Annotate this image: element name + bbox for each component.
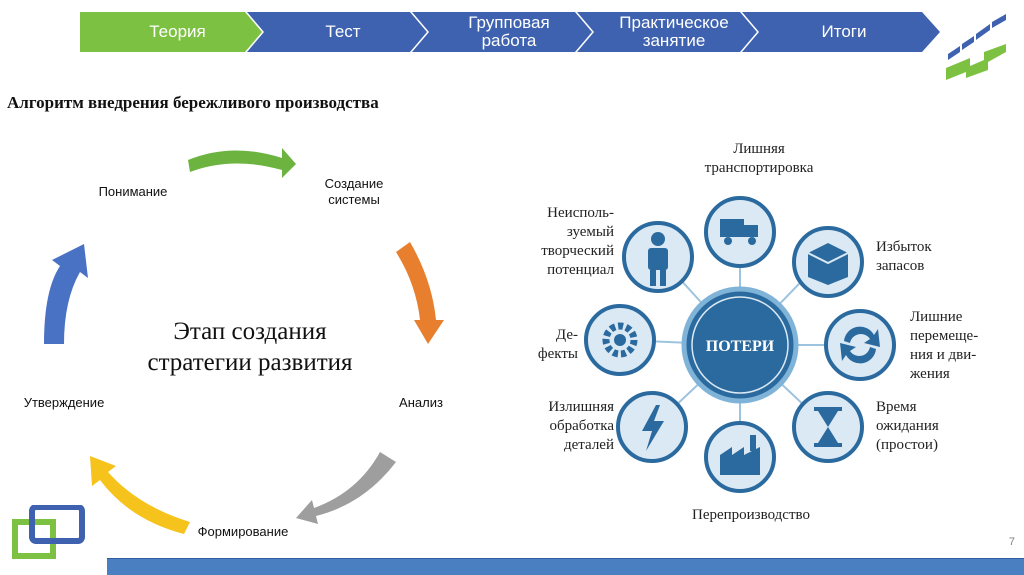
loss-overprocessing-label: Излишняя обработка деталей	[548, 399, 614, 453]
loss-inventory-label: Избыток запасов	[876, 239, 932, 274]
corner-logo-icon	[12, 505, 85, 559]
person-icon	[622, 221, 694, 293]
loss-defects-label: Де- фекты	[537, 327, 578, 362]
nav-step-shape-test	[247, 12, 427, 52]
arrow-orange	[396, 242, 444, 344]
loss-talent-label: Неисполь- зуемый творческий потенциал	[541, 205, 614, 278]
arrow-green	[188, 148, 296, 178]
inventory-icon	[792, 226, 864, 298]
cycle-diagram	[44, 148, 444, 534]
arrow-yellow	[90, 456, 190, 534]
page-number: 7	[1008, 536, 1015, 548]
nav-chevrons	[80, 12, 940, 52]
arrow-gray	[296, 452, 396, 524]
stage-understanding: Понимание	[98, 184, 168, 199]
gear-icon	[584, 304, 656, 376]
cycle-center-title: Этап создания стратегии развития	[147, 318, 353, 376]
losses-hub	[681, 286, 799, 404]
motion-icon	[824, 309, 896, 381]
nav-step-shape-practice	[577, 12, 757, 52]
step-navigation: Теория Тест Групповая работа Практическо…	[0, 12, 1024, 52]
footer-bar	[107, 558, 1024, 575]
stage-system-creation: Создание системы	[324, 176, 384, 207]
nav-step-shape-results	[742, 12, 940, 52]
arrow-blue	[44, 244, 88, 344]
tab-group-work[interactable]: Групповая работа	[468, 13, 550, 50]
stage-analysis: Анализ	[399, 395, 443, 410]
nav-step-shape-group-work	[412, 12, 592, 52]
tab-practice[interactable]: Практическое занятие	[619, 13, 729, 50]
losses-hub-label: ПОТЕРИ	[706, 338, 775, 355]
transport-icon	[704, 196, 776, 268]
hourglass-icon	[792, 391, 864, 463]
loss-waiting-label: Время ожидания (простои)	[876, 399, 939, 453]
tab-results[interactable]: Итоги	[821, 22, 867, 41]
stage-forming: Формирование	[197, 524, 289, 539]
tab-test[interactable]: Тест	[325, 22, 361, 41]
lightning-icon	[616, 391, 688, 463]
stage-approval: Утверждение	[23, 395, 105, 410]
factory-icon	[704, 421, 776, 493]
loss-overproduction-label: Перепроизводство	[691, 507, 810, 523]
loss-motion-label: Лишние перемеще- ния и дви- жения	[910, 309, 979, 382]
loss-transport-label: Лишняя транспортировка	[704, 141, 814, 176]
page-title: Алгоритм внедрения бережливого производс…	[7, 93, 379, 112]
nav-step-shape-theory	[80, 12, 262, 52]
losses-diagram: ПОТЕРИ	[584, 196, 896, 493]
brand-logo-icon	[946, 14, 1006, 80]
tab-theory[interactable]: Теория	[149, 22, 206, 41]
